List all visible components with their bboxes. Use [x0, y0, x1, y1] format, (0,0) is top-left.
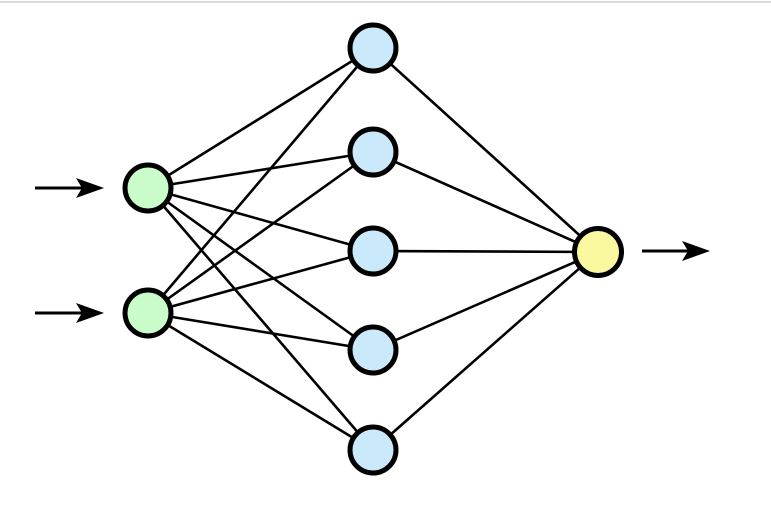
- input-arrow-2-head: [76, 303, 104, 323]
- edge-i2-h1: [147, 47, 374, 314]
- input-node-i2: [122, 287, 174, 339]
- edge-i1-h3: [147, 186, 374, 253]
- edge-i2-h2: [147, 150, 374, 315]
- edge-i2-h3: [147, 249, 374, 315]
- window-top-border: [0, 1, 771, 3]
- edge-h4-o1: [372, 250, 599, 352]
- input-arrow-1-head: [76, 178, 104, 198]
- output-node-o1: [572, 226, 624, 278]
- edge-i2-h4: [147, 311, 374, 352]
- input-node-i1: [122, 162, 174, 214]
- edge-h1-o1: [372, 47, 599, 253]
- hidden-node-h5: [347, 424, 399, 476]
- hidden-node-h1: [347, 22, 399, 74]
- output-arrow-1-head: [682, 241, 710, 261]
- edge-i1-h2: [147, 150, 374, 190]
- edge-i2-h5: [147, 311, 374, 452]
- edge-h3-o1: [372, 249, 599, 254]
- hidden-node-h3: [347, 225, 399, 277]
- hidden-node-h2: [347, 126, 399, 178]
- edge-h5-o1: [372, 251, 599, 451]
- edge-h2-o1: [372, 150, 599, 254]
- edge-i1-h5: [147, 187, 374, 451]
- hidden-node-h4: [347, 324, 399, 376]
- edge-i1-h4: [147, 186, 374, 352]
- edge-i1-h1: [147, 46, 374, 190]
